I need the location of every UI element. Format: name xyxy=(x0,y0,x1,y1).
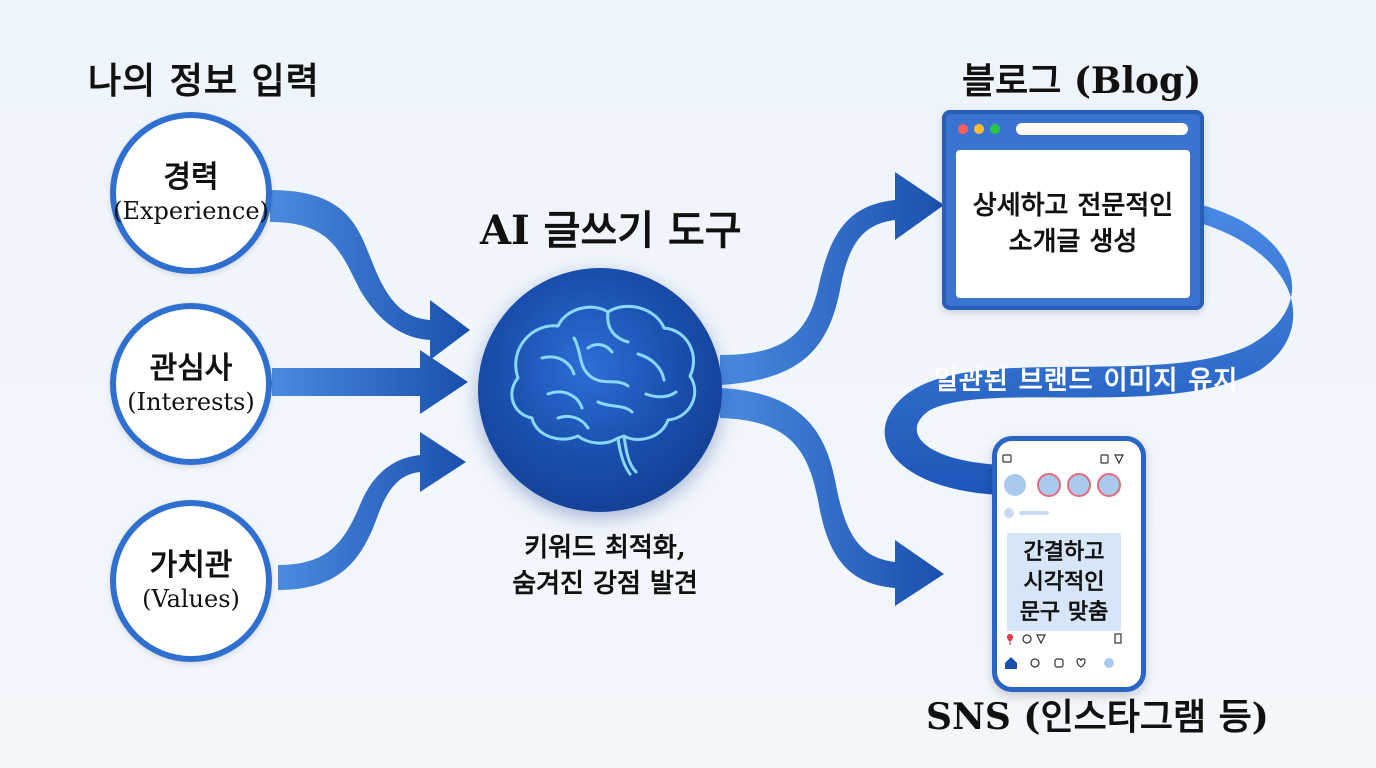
phone-ui xyxy=(1002,454,1124,669)
search-icon xyxy=(1030,658,1040,668)
arrow-values xyxy=(278,432,466,590)
send-icon xyxy=(1114,454,1124,465)
comment-icon xyxy=(1022,634,1032,644)
brain-icon xyxy=(510,304,697,476)
maximize-dot-icon xyxy=(990,124,1000,134)
ai-caption-line1: 키워드 최적화, xyxy=(524,533,686,563)
experience-label: 경력 xyxy=(163,160,219,195)
browser-toolbar xyxy=(946,114,1200,146)
home-icon xyxy=(1005,657,1017,669)
story-avatar xyxy=(1067,473,1091,497)
story-avatar xyxy=(1037,473,1061,497)
profile-icon xyxy=(1104,658,1114,668)
blog-browser-window: 상세하고 전문적인 소개글 생성 xyxy=(942,110,1204,310)
address-bar xyxy=(1016,123,1188,135)
minimize-dot-icon xyxy=(974,124,984,134)
close-dot-icon xyxy=(958,124,968,134)
input-title: 나의 정보 입력 xyxy=(88,60,320,102)
sns-content-line1: 간결하고 xyxy=(1023,539,1105,565)
interests-label-en: (Interests) xyxy=(127,388,255,416)
values-label: 가치관 xyxy=(149,548,233,583)
ai-brain-node xyxy=(478,268,722,512)
brand-ribbon xyxy=(884,200,1294,495)
blog-content-line1: 상세하고 전문적인 xyxy=(972,191,1174,221)
ig-icon xyxy=(1100,454,1109,464)
ai-caption: 키워드 최적화, 숨겨진 강점 발견 xyxy=(490,530,720,602)
activity-icon xyxy=(1076,658,1086,668)
story-avatar xyxy=(1097,473,1121,497)
interests-circle: 관심사 (Interests) xyxy=(110,303,272,465)
blog-content: 상세하고 전문적인 소개글 생성 xyxy=(956,150,1190,298)
arrow-to-blog xyxy=(720,172,944,385)
experience-label-en: (Experience) xyxy=(113,197,269,225)
sns-phone: 간결하고 시각적인 문구 맞춤 xyxy=(992,436,1146,692)
sns-content-line3: 문구 맞춤 xyxy=(1019,599,1109,625)
blog-title: 블로그 (Blog) xyxy=(962,60,1202,102)
values-label-en: (Values) xyxy=(142,585,240,613)
ai-caption-line2: 숨겨진 강점 발견 xyxy=(512,569,698,599)
arrow-interests xyxy=(272,350,468,414)
sns-content-line2: 시각적인 xyxy=(1023,569,1105,595)
arrow-to-sns xyxy=(720,388,944,606)
interests-label: 관심사 xyxy=(149,351,233,386)
add-icon xyxy=(1054,658,1064,668)
sns-post-message: 간결하고 시각적인 문구 맞춤 xyxy=(1007,533,1121,631)
values-circle: 가치관 (Values) xyxy=(110,500,272,662)
camera-icon xyxy=(1002,454,1012,463)
share-icon xyxy=(1036,634,1046,645)
story-avatar xyxy=(1004,474,1026,496)
heart-icon xyxy=(1007,634,1013,645)
experience-circle: 경력 (Experience) xyxy=(110,112,272,274)
ai-tool-title: AI 글쓰기 도구 xyxy=(480,207,742,254)
bookmark-icon xyxy=(1114,633,1122,644)
blog-content-line2: 소개글 생성 xyxy=(1008,227,1138,257)
sns-title: SNS (인스타그램 등) xyxy=(926,696,1269,738)
ribbon-label: 일관된 브랜드 이미지 유지 xyxy=(934,366,1239,396)
arrow-experience xyxy=(270,190,470,360)
